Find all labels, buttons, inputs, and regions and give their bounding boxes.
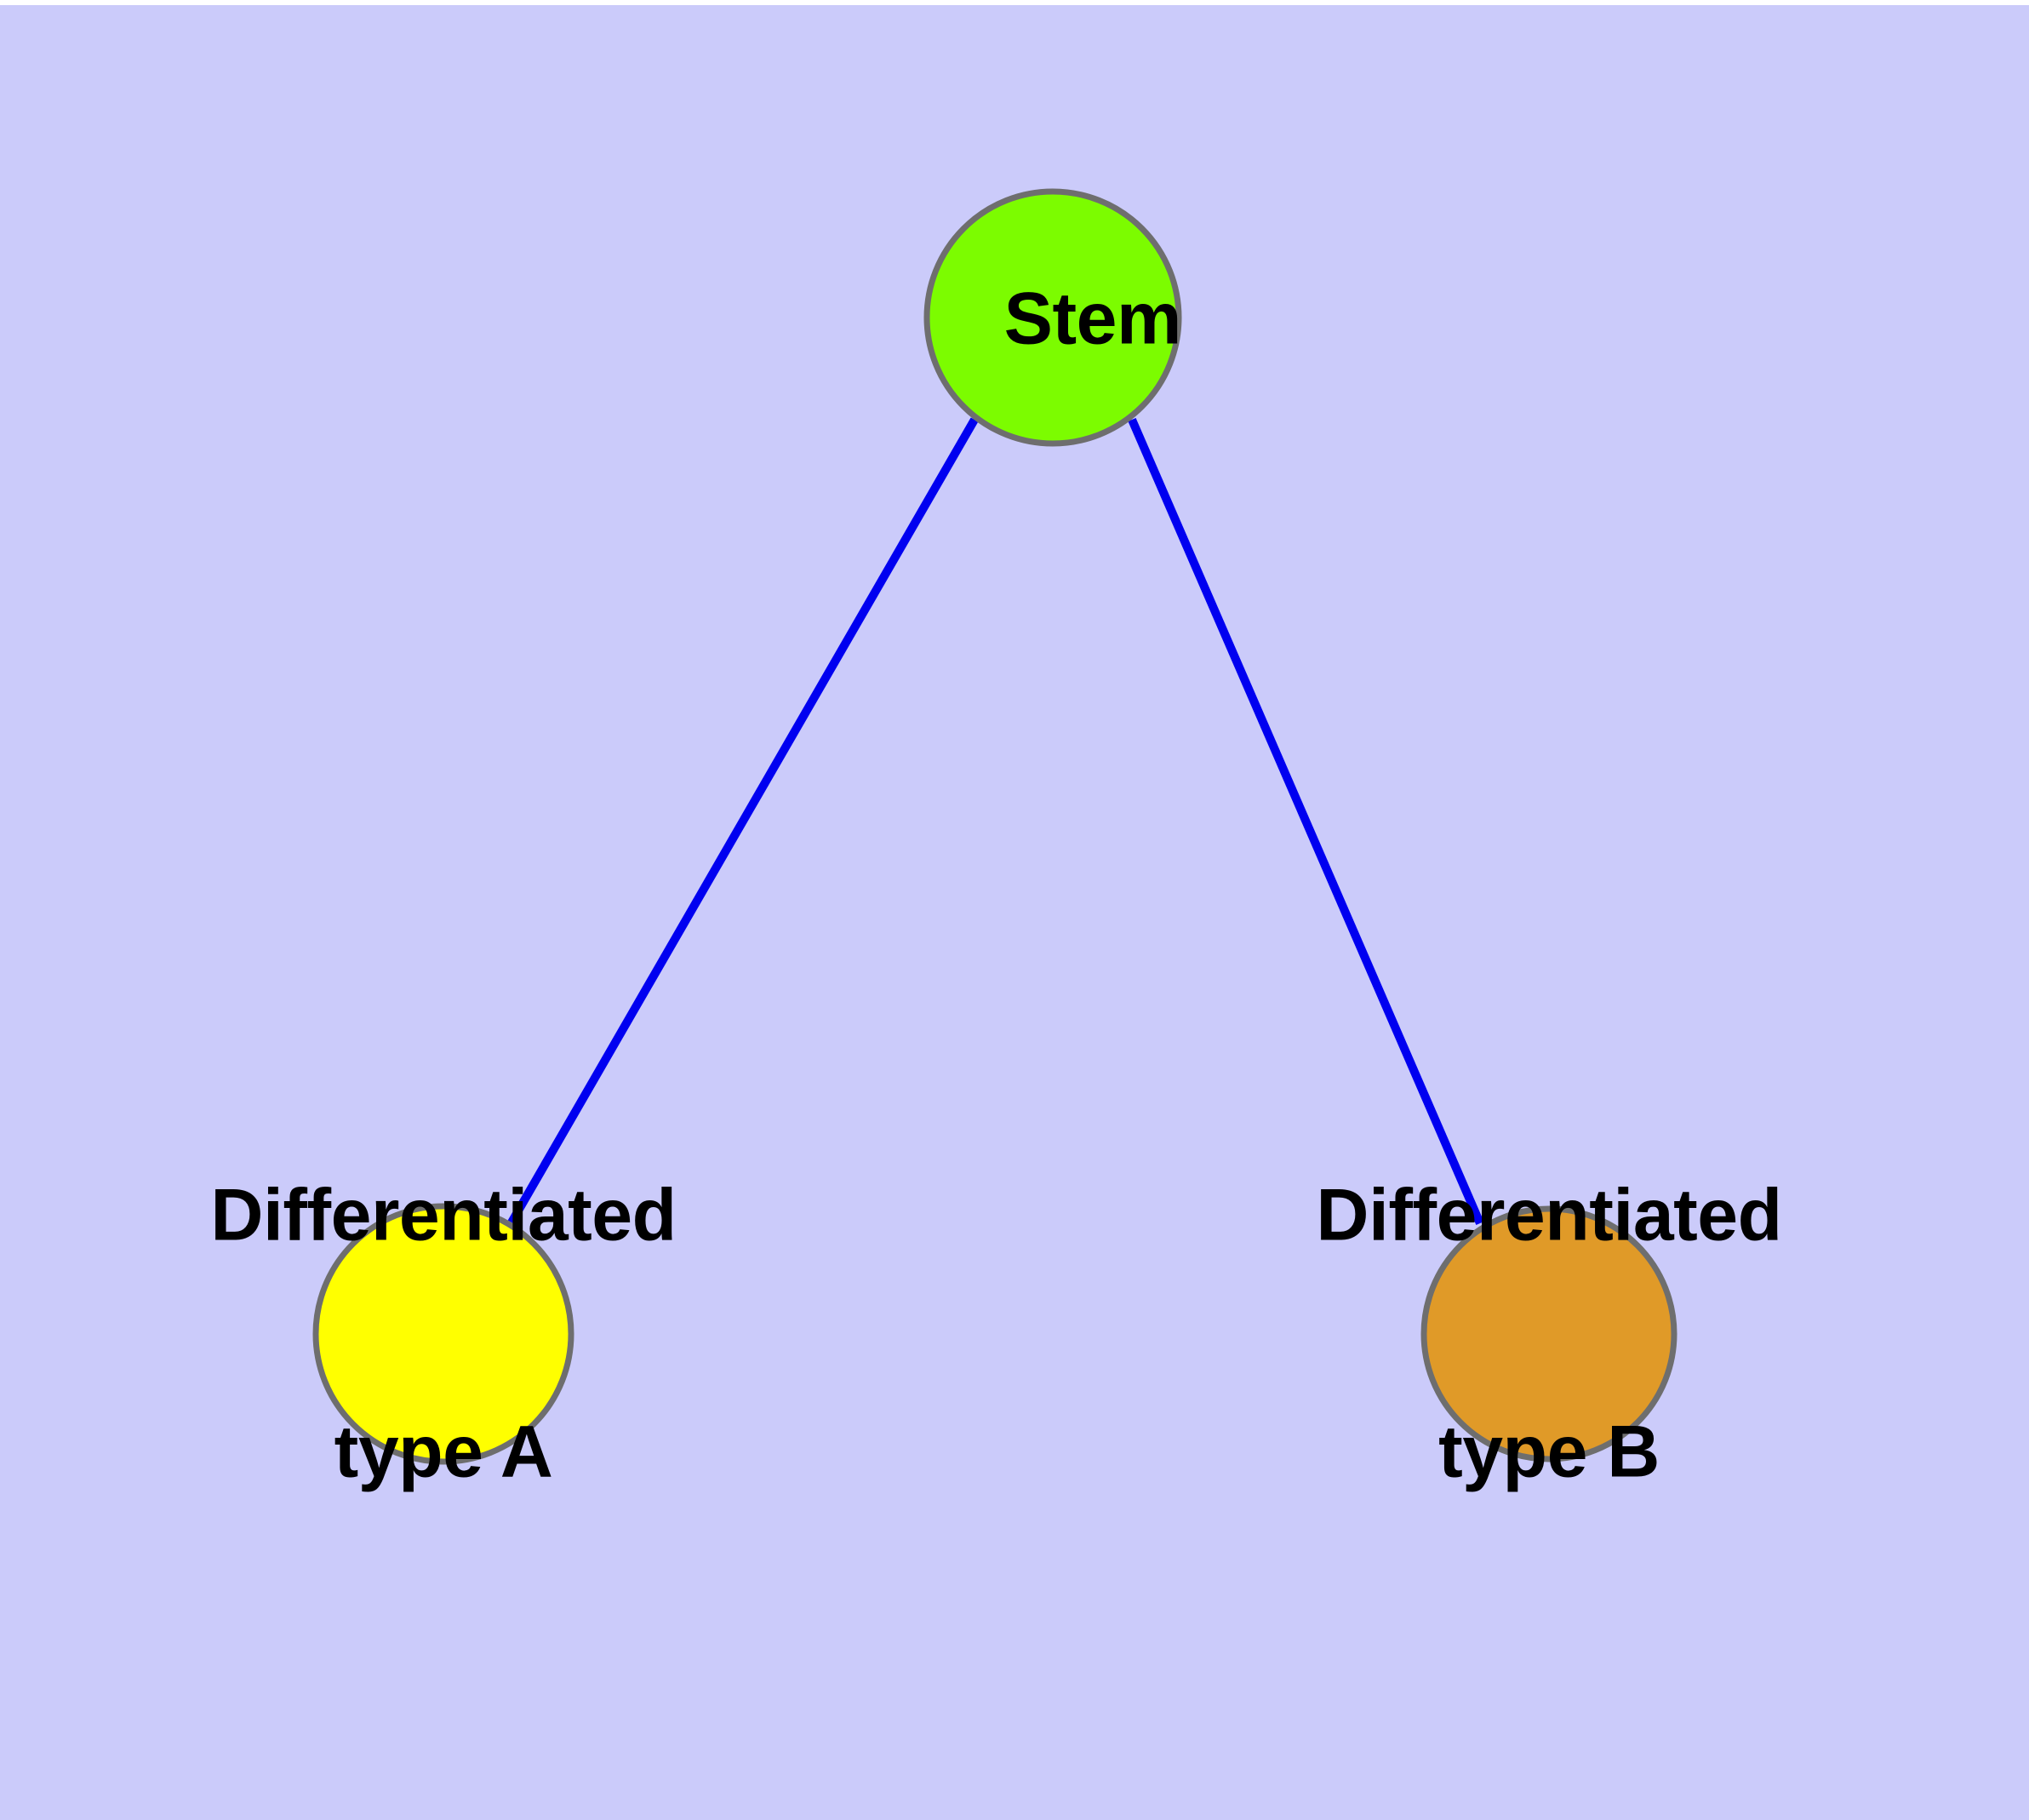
edge-layer: [507, 417, 1484, 1225]
edge-stem-to-differentiated-type-b[interactable]: [1128, 418, 1484, 1225]
node-differentiated-type-b[interactable]: [1420, 1205, 1677, 1462]
node-layer: [312, 188, 1677, 1465]
node-stem[interactable]: [923, 188, 1182, 447]
edge-stem-to-differentiated-type-a[interactable]: [507, 417, 979, 1225]
node-differentiated-type-a[interactable]: [312, 1203, 574, 1465]
